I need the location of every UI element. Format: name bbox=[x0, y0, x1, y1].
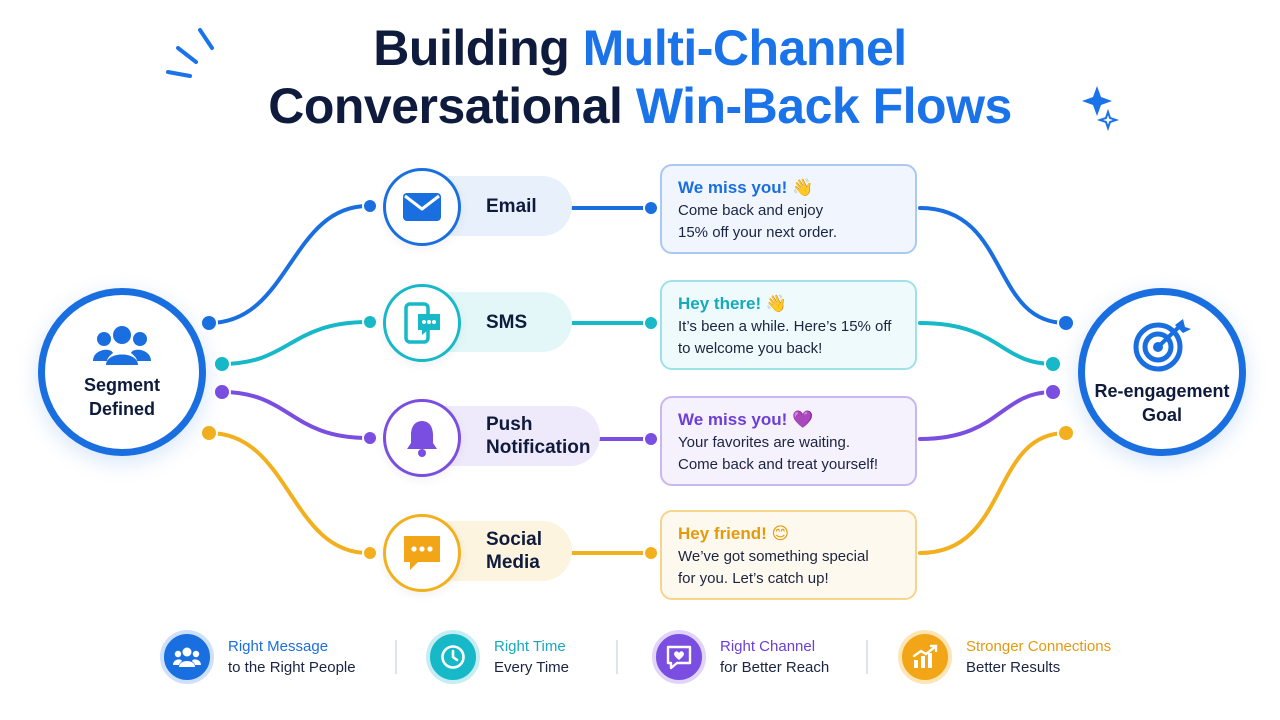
clock-icon bbox=[441, 645, 465, 669]
benefit-text: Right Time Every Time bbox=[494, 636, 569, 678]
message-heading-push: We miss you! 💜 bbox=[678, 410, 814, 429]
benefit-text: Stronger Connections Better Results bbox=[966, 636, 1111, 678]
benefit-text: Right Message to the Right People bbox=[228, 636, 356, 678]
connector-right-push bbox=[918, 390, 1055, 441]
benefit-divider bbox=[866, 640, 868, 674]
message-card-push: We miss you! 💜 Your favorites are waitin… bbox=[660, 396, 917, 486]
connector-left-social bbox=[207, 431, 370, 555]
channel-label-line: Push bbox=[486, 414, 533, 435]
channel-label-line: Notification bbox=[486, 437, 591, 458]
segment-defined-label: Segment Defined bbox=[84, 373, 160, 421]
connector-right-email bbox=[918, 206, 1068, 325]
benefit-text: Right Channel for Better Reach bbox=[720, 636, 829, 678]
people-icon bbox=[173, 647, 201, 667]
page-title-line-2: Conversational Win-Back Flows bbox=[0, 78, 1280, 134]
sparkle-stars-icon bbox=[1082, 86, 1120, 132]
channel-label-sms: SMS bbox=[486, 311, 528, 333]
benefit-title: Right Channel bbox=[720, 638, 816, 655]
benefit-icon-circle bbox=[652, 630, 706, 684]
connector-left-push bbox=[220, 390, 370, 440]
message-line-social: for you. Let’s catch up! bbox=[678, 570, 829, 587]
chat-bubble-icon bbox=[404, 536, 440, 570]
channel-icon-circle-email bbox=[383, 168, 461, 246]
connector-right-social bbox=[918, 431, 1068, 555]
channel-icon-circle-push bbox=[383, 399, 461, 477]
message-heading-email: We miss you! 👋 bbox=[678, 178, 814, 197]
phone-chat-icon bbox=[404, 302, 440, 344]
channel-label-social: Social Media bbox=[486, 528, 542, 574]
sparkle-lines-icon bbox=[166, 28, 214, 78]
hub-label-line: Goal bbox=[1141, 405, 1182, 425]
message-card-social: Hey friend! 😊 We’ve got something specia… bbox=[660, 510, 917, 600]
benefit-right-channel: Right Channel for Better Reach bbox=[652, 626, 829, 688]
bell-icon bbox=[407, 421, 437, 457]
channel-label-line: Social bbox=[486, 529, 542, 550]
connector-left-sms bbox=[220, 320, 370, 366]
re-engagement-goal-node: Re-engagement Goal bbox=[1078, 288, 1246, 456]
benefit-subtitle: Every Time bbox=[494, 659, 570, 676]
message-card-email: We miss you! 👋 Come back and enjoy 15% o… bbox=[660, 164, 917, 254]
channel-icon-circle-sms bbox=[383, 284, 461, 362]
message-line-sms: It’s been a while. Here’s 15% off bbox=[678, 318, 892, 335]
message-card-sms: Hey there! 👋 It’s been a while. Here’s 1… bbox=[660, 280, 917, 370]
users-icon bbox=[93, 326, 151, 365]
channel-label-email: Email bbox=[486, 195, 537, 217]
message-line-push: Your favorites are waiting. bbox=[678, 434, 851, 451]
benefit-subtitle: to the Right People bbox=[228, 659, 356, 676]
benefit-icon-circle bbox=[160, 630, 214, 684]
benefit-title: Right Message bbox=[228, 638, 329, 655]
benefit-subtitle: Better Results bbox=[966, 659, 1061, 676]
message-line-social: We’ve got something special bbox=[678, 548, 869, 565]
title-blue-part: Win-Back Flows bbox=[635, 78, 1012, 134]
growth-chart-icon bbox=[912, 644, 938, 668]
channel-label-push: Push Notification bbox=[486, 413, 591, 459]
message-heading-sms: Hey there! 👋 bbox=[678, 294, 788, 313]
benefit-right-message: Right Message to the Right People bbox=[160, 626, 356, 688]
message-line-email: Come back and enjoy bbox=[678, 202, 824, 219]
benefit-right-time: Right Time Every Time bbox=[426, 626, 569, 688]
connector-right-sms bbox=[918, 321, 1055, 366]
message-line-push: Come back and treat yourself! bbox=[678, 456, 879, 473]
benefit-divider bbox=[616, 640, 618, 674]
channel-label-line: Media bbox=[486, 552, 540, 573]
benefit-icon-circle bbox=[426, 630, 480, 684]
title-blue-part: Multi-Channel bbox=[582, 20, 908, 76]
benefit-title: Stronger Connections bbox=[966, 638, 1112, 655]
benefit-icon-circle bbox=[898, 630, 952, 684]
page-title-line-1: Building Multi-Channel bbox=[0, 20, 1280, 76]
connector-left-email bbox=[207, 204, 370, 325]
envelope-icon bbox=[403, 193, 441, 221]
channel-icon-circle-social bbox=[383, 514, 461, 592]
heart-chat-icon bbox=[666, 645, 692, 670]
title-dark-part: Conversational bbox=[268, 78, 623, 134]
benefit-title: Right Time bbox=[494, 638, 566, 655]
segment-defined-node: Segment Defined bbox=[38, 288, 206, 456]
benefit-subtitle: for Better Reach bbox=[720, 659, 830, 676]
re-engagement-goal-label: Re-engagement Goal bbox=[1094, 379, 1229, 427]
message-line-email: 15% off your next order. bbox=[678, 224, 837, 241]
hub-label-line: Re-engagement bbox=[1094, 381, 1230, 401]
hub-label-line: Defined bbox=[88, 399, 155, 419]
title-dark-part: Building bbox=[373, 20, 570, 76]
message-heading-social: Hey friend! 😊 bbox=[678, 524, 790, 543]
hub-label-line: Segment bbox=[83, 375, 161, 395]
target-icon bbox=[1133, 319, 1191, 372]
benefit-divider bbox=[395, 640, 397, 674]
benefit-stronger-connections: Stronger Connections Better Results bbox=[898, 626, 1111, 688]
message-line-sms: to welcome you back! bbox=[678, 340, 823, 357]
